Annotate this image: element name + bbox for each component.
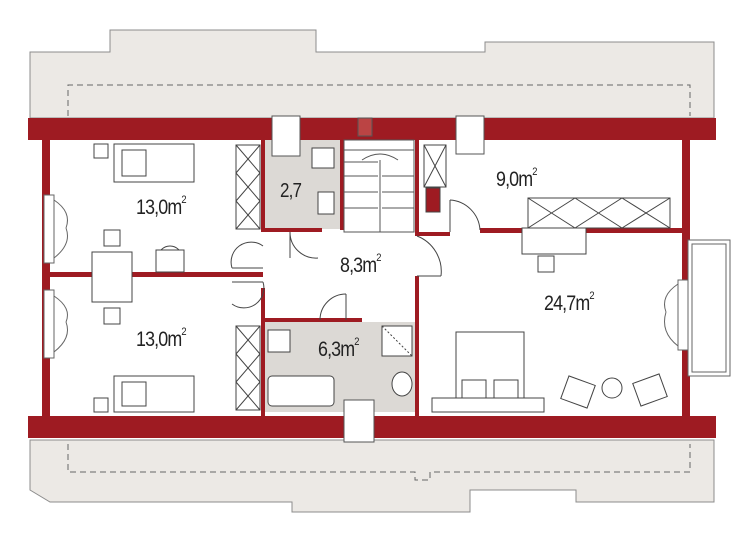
room-area-value: 24,7m	[544, 292, 590, 315]
beds	[113, 143, 525, 413]
room-area-value: 2,7	[280, 180, 302, 202]
furniture	[91, 143, 668, 413]
room-area-wc: 2,7	[280, 180, 302, 203]
room-area-unit: 2	[354, 336, 359, 348]
room-area-value: 13,0m	[136, 196, 182, 219]
chimneys	[271, 115, 485, 443]
room-area-bathroom: 6,3m2	[318, 336, 360, 362]
room-area-unit: 2	[181, 326, 186, 338]
room-area-master-bedroom: 24,7m2	[544, 290, 595, 316]
sanitary-fixtures	[267, 147, 413, 407]
room-area-value: 9,0m	[496, 168, 533, 191]
room-area-bedroom-nw: 13,0m2	[136, 194, 187, 220]
room-area-value: 13,0m	[136, 328, 182, 351]
room-area-bedroom-ne: 9,0m2	[496, 166, 538, 192]
room-area-hall: 8,3m2	[340, 252, 382, 278]
room-area-value: 8,3m	[340, 254, 377, 277]
window-swings	[53, 199, 679, 353]
room-area-unit: 2	[181, 194, 186, 206]
room-area-unit: 2	[532, 166, 537, 178]
room-area-unit: 2	[589, 290, 594, 302]
doors	[230, 199, 481, 321]
staircase	[343, 139, 415, 233]
room-area-value: 6,3m	[318, 338, 355, 361]
roof-outline	[29, 29, 715, 513]
wardrobes	[235, 144, 671, 411]
windows	[43, 194, 731, 377]
room-area-bedroom-sw: 13,0m2	[136, 326, 187, 352]
room-area-unit: 2	[376, 252, 381, 264]
